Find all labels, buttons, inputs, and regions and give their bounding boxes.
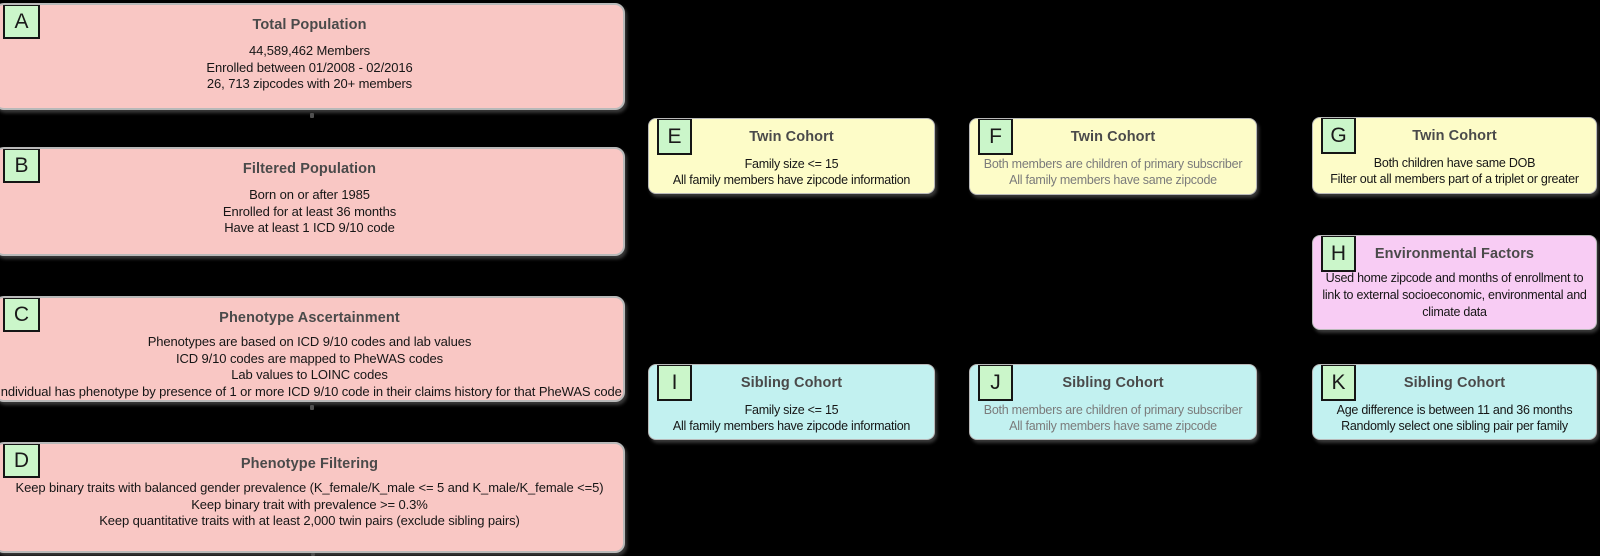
box-title: Sibling Cohort: [1062, 375, 1164, 391]
box-title: Twin Cohort: [749, 129, 834, 145]
body-line: Lab values to LOINC codes: [231, 367, 388, 382]
body-line: 44,589,462 Members: [248, 43, 371, 58]
body-line: Family size <= 15: [744, 403, 839, 417]
connector-stub: [310, 113, 314, 118]
box-title: Twin Cohort: [1070, 129, 1156, 145]
label-badge-a: A: [3, 5, 40, 39]
box-h-environmental-factors: H Environmental Factors Used home zipcod…: [1312, 235, 1597, 330]
box-a-total-population: A Total Population 44,589,462 Members En…: [0, 3, 625, 110]
connector-stub: [310, 405, 314, 410]
body-line: Both members are children of primary sub…: [983, 403, 1243, 417]
body-line: Randomly select one sibling pair per fam…: [1341, 419, 1568, 433]
label-badge-b: B: [3, 149, 40, 183]
box-title: Sibling Cohort: [1403, 375, 1506, 391]
body-line: Age difference is between 11 and 36 mont…: [1336, 403, 1573, 417]
box-i-sibling-cohort: I Sibling Cohort Family size <= 15 All f…: [648, 364, 935, 440]
label-badge-j: J: [978, 365, 1013, 401]
box-title: Filtered Population: [242, 161, 377, 177]
body-line: 26, 713 zipcodes with 20+ members: [206, 76, 413, 91]
box-title: Sibling Cohort: [740, 375, 843, 391]
body-line: All family members have zipcode informat…: [672, 173, 911, 187]
box-title: Phenotype Ascertainment: [219, 310, 400, 326]
box-body: Both children have same DOB Filter out a…: [1313, 155, 1596, 187]
label-badge-d: D: [3, 444, 40, 478]
body-line: Phenotypes are based on ICD 9/10 codes a…: [147, 334, 472, 349]
body-line: Have at least 1 ICD 9/10 code: [224, 220, 395, 235]
body-line: Keep binary trait with prevalence >= 0.3…: [191, 496, 428, 512]
connector-stub: [311, 553, 315, 556]
body-line: All family members have same zipcode: [1009, 173, 1217, 187]
box-body: Age difference is between 11 and 36 mont…: [1313, 402, 1596, 434]
body-line: Keep quantitative traits with at least 2…: [99, 513, 520, 528]
body-line: All family members have same zipcode: [1009, 419, 1217, 433]
box-title: Phenotype Filtering: [240, 456, 379, 472]
box-body: Used home zipcode and months of enrollme…: [1313, 270, 1596, 321]
body-line: Keep binary traits with balanced gender …: [15, 480, 604, 495]
box-g-twin-cohort: G Twin Cohort Both children have same DO…: [1312, 117, 1597, 194]
box-f-twin-cohort: F Twin Cohort Both members are children …: [969, 118, 1257, 195]
box-title: Environmental Factors: [1374, 246, 1535, 262]
box-body: Family size <= 15 All family members hav…: [649, 402, 934, 434]
box-e-twin-cohort: E Twin Cohort Family size <= 15 All fami…: [648, 118, 935, 194]
body-line: All family members have zipcode informat…: [672, 419, 911, 433]
box-c-phenotype-ascertainment: C Phenotype Ascertainment Phenotypes are…: [0, 296, 625, 402]
body-line: Individual has phenotype by presence of …: [0, 383, 622, 399]
body-line: Enrolled between 01/2008 - 02/2016: [206, 59, 413, 75]
box-body: Phenotypes are based on ICD 9/10 codes a…: [0, 334, 623, 400]
box-body: Both members are children of primary sub…: [970, 156, 1256, 188]
body-line: Both children have same DOB: [1373, 156, 1536, 170]
body-line: Filter out all members part of a triplet…: [1330, 172, 1579, 186]
box-j-sibling-cohort: J Sibling Cohort Both members are childr…: [969, 364, 1257, 440]
label-badge-f: F: [978, 119, 1013, 155]
label-badge-c: C: [3, 298, 40, 332]
box-body: Family size <= 15 All family members hav…: [649, 156, 934, 188]
box-k-sibling-cohort: K Sibling Cohort Age difference is betwe…: [1312, 364, 1597, 440]
label-badge-i: I: [657, 365, 692, 401]
box-body: Keep binary traits with balanced gender …: [0, 480, 623, 530]
label-badge-e: E: [657, 119, 692, 155]
body-line: Enrolled for at least 36 months: [222, 203, 397, 219]
box-title: Total Population: [252, 17, 367, 33]
body-line: Family size <= 15: [744, 157, 839, 171]
box-body: 44,589,462 Members Enrolled between 01/2…: [0, 43, 623, 93]
box-body: Born on or after 1985 Enrolled for at le…: [0, 187, 623, 237]
box-d-phenotype-filtering: D Phenotype Filtering Keep binary traits…: [0, 442, 625, 553]
body-line: Both members are children of primary sub…: [983, 157, 1243, 171]
label-badge-g: G: [1321, 118, 1356, 154]
body-line: ICD 9/10 codes are mapped to PheWAS code…: [175, 350, 444, 366]
label-badge-h: H: [1321, 236, 1356, 272]
body-line: Born on or after 1985: [249, 187, 370, 202]
body-paragraph: Used home zipcode and months of enrollme…: [1322, 271, 1587, 319]
label-badge-k: K: [1321, 365, 1356, 401]
box-body: Both members are children of primary sub…: [970, 402, 1256, 434]
box-b-filtered-population: B Filtered Population Born on or after 1…: [0, 147, 625, 256]
box-title: Twin Cohort: [1412, 128, 1497, 144]
